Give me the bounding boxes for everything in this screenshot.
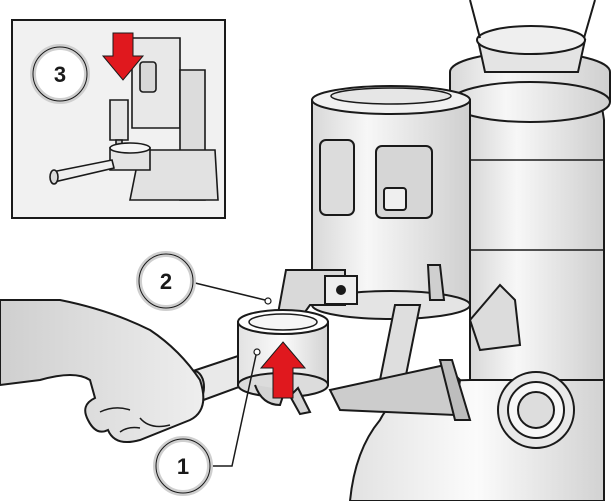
portafilter-fork (328, 304, 472, 421)
hopper-icon (311, 85, 522, 352)
callout-1-label: 1 (177, 454, 189, 479)
callout-2: 2 (136, 251, 272, 311)
callout-2-label: 2 (160, 269, 172, 294)
down-arrow-icon (101, 32, 145, 81)
callout-3: 3 (30, 44, 90, 104)
callout-3-label: 3 (54, 62, 66, 87)
portafilter-icon (183, 309, 329, 416)
callout-1: 1 (153, 348, 261, 496)
inset-panel (11, 19, 226, 219)
up-arrow-icon (259, 341, 307, 399)
inset-grinder (49, 37, 219, 201)
hand-icon (0, 299, 205, 443)
